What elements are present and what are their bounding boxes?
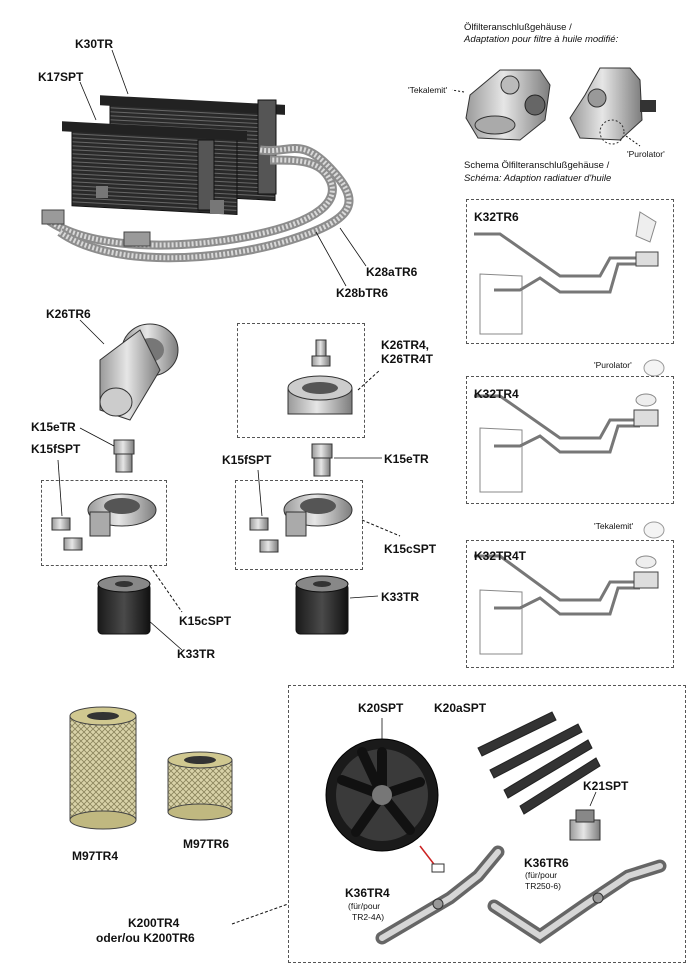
m97tr6-filter-element-image bbox=[167, 751, 233, 821]
filter-housing-header-de: Ölfilteranschlußgehäuse / bbox=[464, 22, 572, 33]
k33tr-filter-left-image bbox=[97, 575, 183, 651]
label-k15fspt-left: K15fSPT bbox=[31, 442, 81, 456]
cooling-fan-kit-box bbox=[288, 685, 686, 963]
k15etr-fitting-mid-image bbox=[311, 443, 382, 477]
label-k32tr6: K32TR6 bbox=[474, 210, 519, 224]
filter-housing-tekalemit-image bbox=[465, 69, 551, 141]
label-k32tr4t: K32TR4T bbox=[474, 549, 527, 563]
k26tr4-banjo-bolt-image bbox=[287, 339, 353, 415]
note-k36tr6-line2: TR250-6) bbox=[525, 881, 561, 891]
k15cspt-mid-group-box bbox=[235, 480, 363, 570]
label-k21spt: K21SPT bbox=[583, 779, 629, 793]
label-k15fspt-mid: K15fSPT bbox=[222, 453, 272, 467]
note-k36tr4-line2: TR2-4A) bbox=[352, 912, 385, 922]
label-k20aspt: K20aSPT bbox=[434, 701, 487, 715]
label-k200tr6: oder/ou K200TR6 bbox=[96, 931, 195, 945]
label-k15cspt-left: K15cSPT bbox=[179, 614, 232, 628]
k33tr-filter-mid-image bbox=[295, 575, 379, 635]
label-k15etr-mid: K15eTR bbox=[384, 452, 429, 466]
k36tr6-pipe-image bbox=[487, 859, 667, 944]
label-k33tr-left: K33TR bbox=[177, 647, 216, 661]
schema-header-fr: Schéma: Adaption radiatuer d'huile bbox=[464, 173, 612, 184]
k36tr4-pipe-image bbox=[375, 845, 505, 945]
schema-k32tr4t-diagram bbox=[474, 521, 665, 655]
k20spt-fan-image bbox=[325, 718, 445, 873]
label-k26tr4t: K26TR4T bbox=[381, 352, 434, 366]
label-k26tr4: K26TR4, bbox=[381, 338, 430, 352]
purolator-callout-top: 'Purolator' bbox=[627, 149, 665, 159]
note-k36tr4-line1: (für/pour bbox=[348, 901, 381, 911]
k20aspt-straps-image bbox=[477, 711, 601, 815]
k26tr6-housing-image bbox=[79, 319, 179, 421]
purolator-callout-mid: 'Purolator' bbox=[594, 360, 632, 370]
label-k33tr-mid: K33TR bbox=[381, 590, 420, 604]
braided-hoses-image bbox=[41, 144, 354, 263]
label-k17spt: K17SPT bbox=[38, 70, 84, 84]
label-k36tr4: K36TR4 bbox=[345, 886, 390, 900]
tekalemit-callout-top: 'Tekalemit' bbox=[408, 85, 448, 95]
filter-housing-header-fr: Adaptation pour filtre à huile modifié: bbox=[464, 34, 619, 45]
k15cspt-sandwich-plate-left-image bbox=[51, 459, 157, 551]
filter-housing-purolator-image bbox=[569, 67, 656, 145]
schema-k32tr6-box bbox=[466, 199, 674, 344]
label-k26tr6: K26TR6 bbox=[46, 307, 91, 321]
k15cspt-left-group-box bbox=[41, 480, 167, 566]
k15etr-fitting-left-image bbox=[79, 427, 135, 473]
label-k15cspt-mid: K15cSPT bbox=[384, 542, 437, 556]
m97tr4-filter-element-image bbox=[69, 706, 137, 830]
label-k28btr6: K28bTR6 bbox=[336, 286, 389, 300]
schema-k32tr4t-box bbox=[466, 540, 674, 668]
label-k28atr6: K28aTR6 bbox=[366, 265, 418, 279]
k15cspt-sandwich-plate-mid-image bbox=[249, 469, 353, 553]
schema-k32tr4-box bbox=[466, 376, 674, 504]
k26tr4-group-box bbox=[237, 323, 365, 438]
note-k36tr6-line1: (für/pour bbox=[525, 870, 558, 880]
label-m97tr4: M97TR4 bbox=[72, 849, 119, 863]
label-k32tr4: K32TR4 bbox=[474, 387, 519, 401]
label-k200tr4: K200TR4 bbox=[128, 916, 180, 930]
tekalemit-callout-mid: 'Tekalemit' bbox=[594, 521, 634, 531]
schema-header-de: Schema Ölfilteranschlußgehäuse / bbox=[464, 160, 610, 171]
schema-k32tr4-diagram bbox=[474, 359, 665, 493]
label-k30tr: K30TR bbox=[75, 37, 114, 51]
oil-cooler-k17spt-image bbox=[62, 121, 247, 215]
schema-k32tr6-diagram bbox=[474, 211, 659, 335]
k21spt-switch-image bbox=[569, 791, 601, 841]
label-k36tr6: K36TR6 bbox=[524, 856, 569, 870]
label-k20spt: K20SPT bbox=[358, 701, 404, 715]
label-m97tr6: M97TR6 bbox=[183, 837, 230, 851]
label-k15etr-left: K15eTR bbox=[31, 420, 76, 434]
